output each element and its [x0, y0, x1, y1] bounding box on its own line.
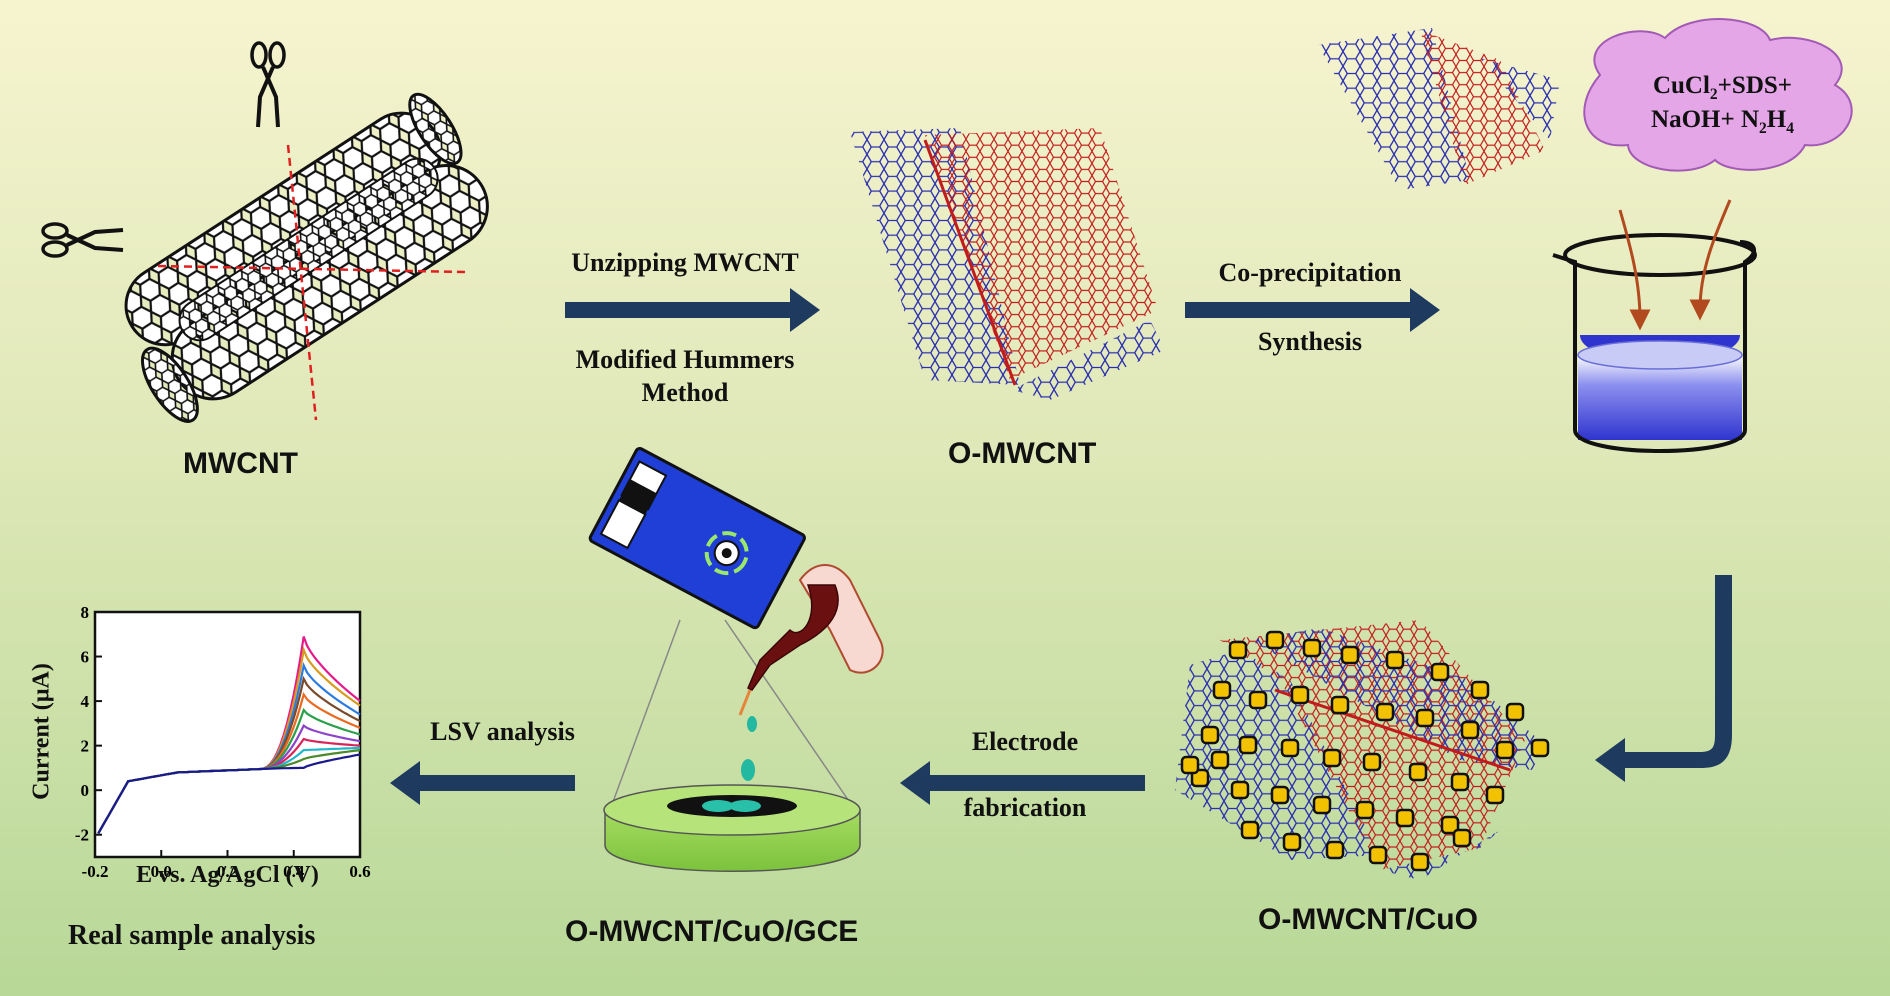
cuo-nanoparticles [1180, 630, 1550, 872]
y-tick-label: 8 [81, 603, 90, 622]
cuo-particle [1450, 772, 1470, 792]
cuo-particle [1452, 828, 1472, 848]
cuo-particle [1230, 780, 1250, 800]
cuo-particle [1460, 720, 1480, 740]
small-sheet-illustration [1318, 28, 1560, 190]
omwcnt-sheet-illustration [850, 128, 1165, 400]
y-tick-label: 6 [81, 648, 90, 667]
step-unzip-bottom-2: Method [641, 378, 729, 407]
y-tick-label: -2 [75, 826, 89, 845]
cuo-particle [1282, 832, 1302, 852]
cuo-particle [1190, 768, 1210, 788]
cuo-particle [1385, 650, 1405, 670]
reagent-cloud [1583, 18, 1853, 172]
lsv-chart: -0.2 0.0 0.2 0.4 0.6 -2 0 2 4 6 8 [75, 603, 371, 881]
cuo-particle [1470, 680, 1490, 700]
arrow-electrode [900, 761, 1145, 805]
cuo-particle [1265, 630, 1285, 650]
beaker-illustration [1552, 199, 1757, 453]
cuo-particle [1408, 762, 1428, 782]
label-omwcnt-cuo-gce: O-MWCNT/CuO/GCE [565, 915, 859, 948]
cuo-particle [1505, 702, 1525, 722]
x-tick-label: 0.4 [283, 862, 305, 881]
cuo-particle [1495, 740, 1515, 760]
cuo-particle [1248, 690, 1268, 710]
omwcnt-cuo-illustration [1175, 620, 1545, 880]
cuo-particle [1330, 695, 1350, 715]
drop-large [741, 759, 755, 781]
step-electrode-bottom: fabrication [963, 793, 1087, 822]
reagent-line-2: NaOH+ N2H4 [1651, 106, 1794, 137]
x-tick-label: 0.0 [151, 862, 172, 881]
chart-ylabel: Current (µA) [28, 663, 55, 800]
cuo-particle [1395, 808, 1415, 828]
cuo-particle [1375, 702, 1395, 722]
cuo-particle [1530, 738, 1550, 758]
step-coprec-bottom: Synthesis [1257, 327, 1363, 356]
step-lsv: LSV analysis [430, 717, 575, 746]
cuo-particle [1415, 708, 1435, 728]
mwcnt-illustration [124, 92, 489, 423]
reagent-line-1: CuCl2+SDS+ [1652, 72, 1793, 103]
cuo-particle [1485, 785, 1505, 805]
label-real-sample: Real sample analysis [68, 920, 316, 951]
pipette-hand-icon [738, 564, 884, 716]
y-tick-label: 0 [81, 781, 90, 800]
step-unzip-bottom-1: Modified Hummers [575, 345, 795, 374]
x-tick-label: 0.6 [349, 862, 370, 881]
drop-small [747, 716, 757, 732]
scissors-icon [250, 41, 286, 128]
cuo-particle [1210, 750, 1230, 770]
label-mwcnt: MWCNT [183, 447, 298, 480]
screen-printed-electrode [588, 447, 806, 630]
cuo-particle [1368, 845, 1388, 865]
y-tick-label: 2 [81, 737, 90, 756]
cuo-particle [1325, 840, 1345, 860]
cuo-particle [1340, 645, 1360, 665]
arrow-unzip [565, 288, 820, 332]
cuo-particle [1362, 752, 1382, 772]
cuo-particle [1238, 735, 1258, 755]
arrow-lsv [390, 761, 575, 805]
cuo-particle [1322, 748, 1342, 768]
arrow-coprecipitation [1185, 288, 1440, 332]
cuo-particle [1410, 852, 1430, 872]
cuo-particle [1312, 795, 1332, 815]
cuo-particle [1228, 640, 1248, 660]
chart-frame [93, 610, 362, 859]
cuo-particle [1212, 680, 1232, 700]
chart-xlabel: E vs. Ag/AgCl (V) [136, 862, 319, 888]
label-omwcnt: O-MWCNT [948, 437, 1097, 470]
arrow-elbow [1595, 575, 1732, 782]
y-tick-label: 4 [81, 692, 90, 711]
cut-line-vertical [286, 144, 318, 421]
step-unzip-top: Unzipping MWCNT [571, 248, 799, 277]
x-tick-label: 0.2 [217, 862, 238, 881]
step-coprec-top: Co-precipitation [1218, 258, 1402, 287]
cuo-particle [1180, 755, 1200, 775]
scissors-icon-side [41, 222, 124, 258]
cuo-particle [1270, 785, 1290, 805]
cuo-particle [1430, 662, 1450, 682]
cuo-particle [1290, 685, 1310, 705]
step-electrode-top: Electrode [971, 727, 1079, 756]
cuo-particle [1355, 800, 1375, 820]
cuo-particle [1440, 815, 1460, 835]
cuo-particle [1280, 738, 1300, 758]
gce-electrode [603, 784, 861, 872]
x-tick-label: -0.2 [82, 862, 109, 881]
cuo-particle [1302, 638, 1322, 658]
cuo-particle [1240, 820, 1260, 840]
cuo-particle [1200, 725, 1220, 745]
lsv-series-line [97, 753, 361, 834]
label-omwcnt-cuo: O-MWCNT/CuO [1258, 903, 1478, 936]
